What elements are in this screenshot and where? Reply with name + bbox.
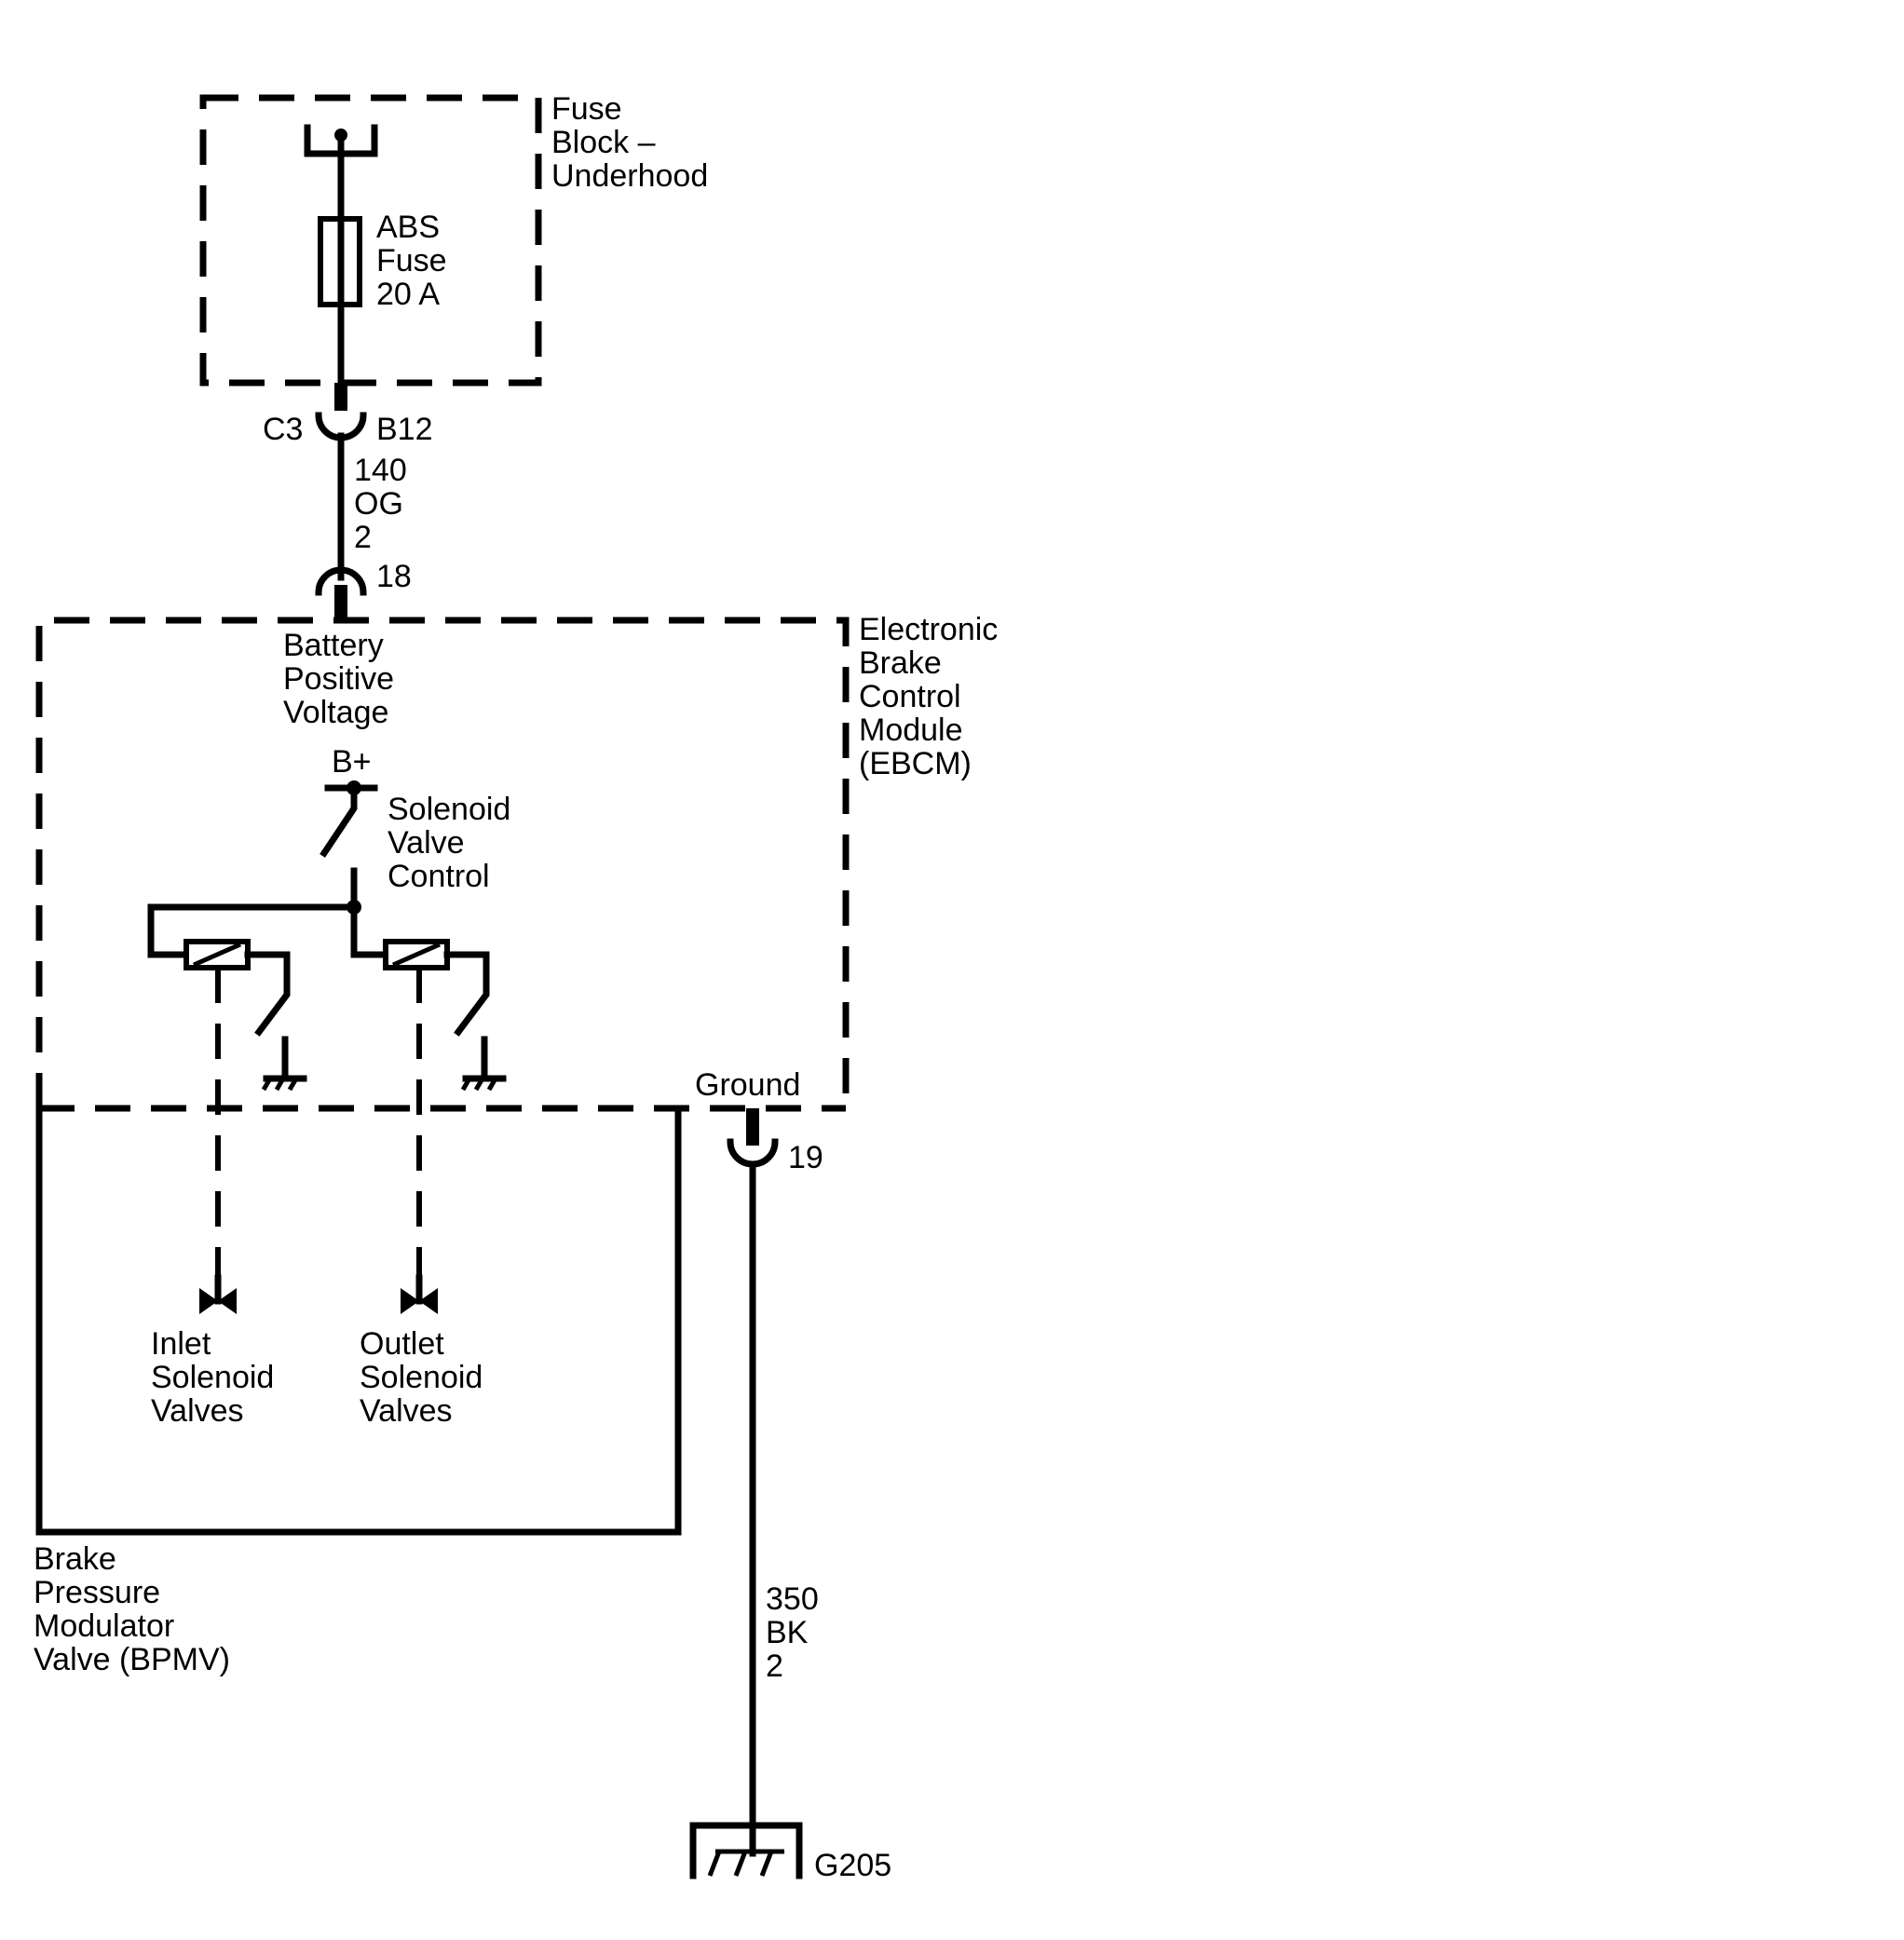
ground-g205-icon: G205 — [689, 1822, 891, 1883]
ground-g205-label: G205 — [814, 1848, 891, 1883]
battery-positive-voltage-label: Battery Positive Voltage — [283, 628, 403, 730]
bpmv-module: Brake Pressure Modulator Valve (BPMV) — [34, 1105, 682, 1677]
connector-19-pin: 19 — [788, 1140, 823, 1175]
wire-350-label: 350 BK 2 — [766, 1581, 827, 1684]
connector-c3-b12: C3 B12 — [263, 412, 433, 447]
connector-c3-name: C3 — [263, 412, 303, 447]
solenoid-valve-control-label: Solenoid Valve Control — [388, 792, 520, 894]
solenoid-valve-control-switch — [320, 780, 378, 915]
inlet-solenoid-valves-label: Inlet Solenoid Valves — [151, 1326, 283, 1429]
outlet-solenoid-circuit: Outlet Solenoid Valves — [350, 903, 507, 1429]
inlet-chassis-ground-icon — [261, 1036, 307, 1092]
fuse-block-underhood: Fuse Block – Underhood — [199, 91, 708, 387]
outlet-solenoid-valves-label: Outlet Solenoid Valves — [360, 1326, 492, 1429]
ebcm-module: Electronic Brake Control Module (EBCM) B… — [35, 612, 1007, 1112]
outlet-chassis-ground-icon — [460, 1036, 507, 1092]
connector-18: 18 — [315, 559, 412, 620]
bpmv-label: Brake Pressure Modulator Valve (BPMV) — [34, 1541, 230, 1677]
abs-fuse-label: ABS Fuse 20 A — [376, 210, 456, 312]
bplus-label: B+ — [332, 744, 372, 780]
connector-18-pin: 18 — [376, 559, 412, 594]
inlet-solenoid-circuit: Inlet Solenoid Valves — [147, 903, 358, 1429]
ebcm-label: Electronic Brake Control Module (EBCM) — [859, 612, 1007, 781]
fuse-block-dashed-outline — [199, 94, 542, 387]
connector-19: 19 — [727, 1108, 823, 1175]
ebcm-dashed-outline — [35, 617, 850, 1108]
connector-b12-pin: B12 — [376, 412, 433, 447]
outlet-valve-icon — [401, 1274, 438, 1314]
wire-140-label: 140 OG 2 — [354, 453, 415, 555]
inlet-valve-icon — [199, 1274, 237, 1314]
fuse-block-label: Fuse Block – Underhood — [551, 91, 708, 194]
bpmv-outline — [35, 1105, 682, 1536]
abs-fuse: ABS Fuse 20 A — [318, 210, 456, 312]
ground-label: Ground — [695, 1067, 800, 1103]
